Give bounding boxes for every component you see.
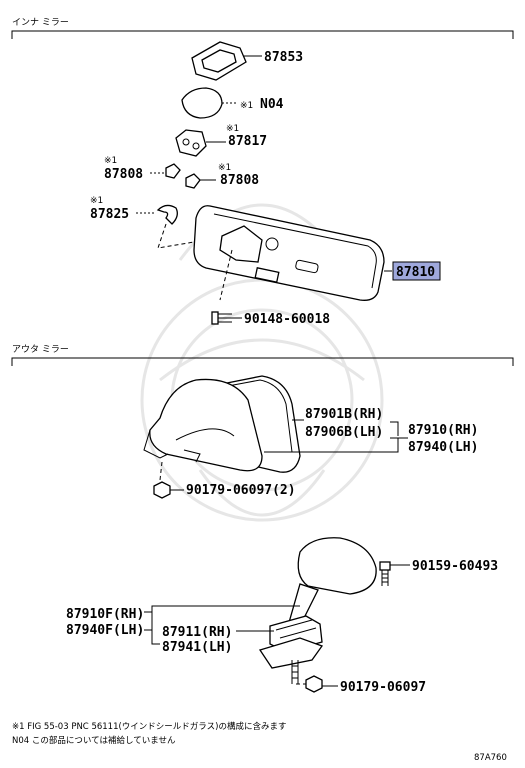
- label-87911[interactable]: 87911(RH): [162, 625, 232, 640]
- section-inner-mirror: インナ ミラー: [11, 17, 514, 39]
- label-90159[interactable]: 90159-60493: [412, 559, 498, 574]
- label-87808-right[interactable]: 87808: [220, 173, 259, 188]
- label-87825[interactable]: 87825: [90, 207, 129, 222]
- label-87906b[interactable]: 87906B(LH): [305, 425, 383, 440]
- section-outer-mirror: アウタ ミラー: [11, 344, 514, 366]
- part-87810-rearview-mirror: [193, 205, 392, 301]
- label-87940[interactable]: 87940(LH): [408, 440, 478, 455]
- label-87941[interactable]: 87941(LH): [162, 640, 232, 655]
- label-87808-left[interactable]: 87808: [104, 167, 143, 182]
- note-line-1: ※1 FIG 55-03 PNC 56111(ウインドシールドガラス)の構成に含…: [12, 721, 286, 732]
- part-lower-stud: [291, 660, 299, 684]
- part-90179-nut-lower: [305, 675, 323, 693]
- part-90159-screw: [379, 561, 410, 586]
- part-90179-nut-upper: [153, 481, 171, 499]
- label-87940f[interactable]: 87940F(LH): [66, 623, 144, 638]
- note-line-2: N04 この部品については補給していません: [12, 735, 176, 746]
- label-87910f[interactable]: 87910F(RH): [66, 607, 144, 622]
- part-87825-clip: [156, 204, 178, 225]
- label-90179-upper[interactable]: 90179-06097(2): [186, 483, 296, 498]
- label-87817[interactable]: 87817: [228, 134, 267, 149]
- label-87810[interactable]: 87810: [396, 265, 435, 280]
- label-n04[interactable]: N04: [260, 97, 284, 112]
- part-outer-mirror-housing: [143, 378, 263, 472]
- label-90148[interactable]: 90148-60018: [244, 312, 330, 327]
- part-87911-mirror-arm: [258, 537, 377, 669]
- part-87853-cover: [191, 41, 262, 81]
- label-87853[interactable]: 87853: [264, 50, 303, 65]
- part-87808-clip-left: [165, 163, 181, 179]
- part-n04-cover: [181, 87, 238, 119]
- mark-87817: ※1: [226, 124, 239, 134]
- mark-87808-left: ※1: [104, 156, 117, 166]
- mark-87808-right: ※1: [218, 163, 231, 173]
- section-outer-title: アウタ ミラー: [12, 344, 69, 355]
- label-87901b[interactable]: 87901B(RH): [305, 407, 383, 422]
- mark-n04: ※1: [240, 101, 253, 111]
- part-87808-clip-right: [185, 173, 201, 189]
- label-87810-highlight: [392, 261, 441, 281]
- part-87817-bracket: [175, 129, 226, 157]
- section-inner-title: インナ ミラー: [12, 17, 69, 28]
- label-90179-lower[interactable]: 90179-06097: [340, 680, 426, 695]
- part-90148-screw: [211, 311, 242, 325]
- label-87910[interactable]: 87910(RH): [408, 423, 478, 438]
- mark-87825: ※1: [90, 196, 103, 206]
- figure-code: 87A760: [474, 753, 507, 763]
